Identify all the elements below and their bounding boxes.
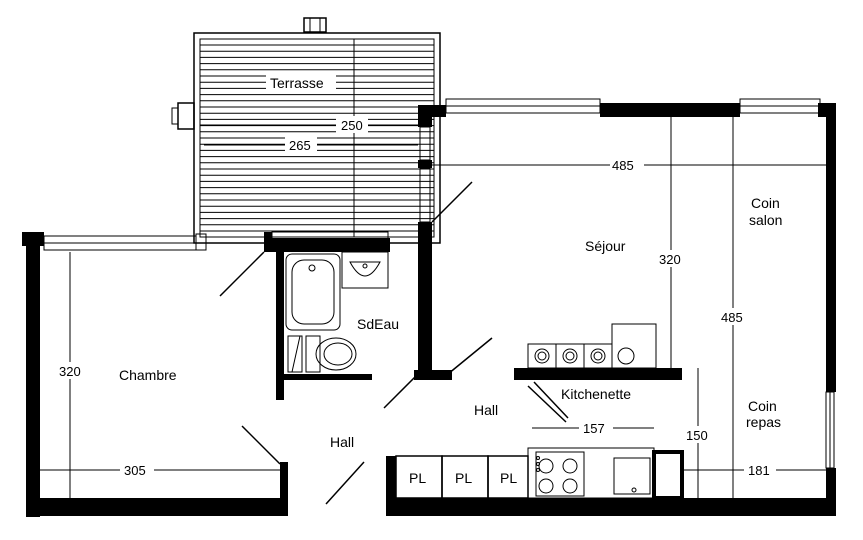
hall-label-2: Hall — [330, 434, 354, 450]
dim-repas-width: 181 — [748, 463, 770, 478]
windows — [43, 98, 835, 469]
closets — [395, 455, 529, 499]
sdeau-label: SdEau — [357, 316, 399, 332]
closet-label-1: PL — [409, 470, 426, 486]
chambre-label: Chambre — [119, 367, 177, 383]
dim-sejour-full-depth: 485 — [721, 310, 743, 325]
terrasse-label-bg — [266, 73, 336, 92]
dim-chambre-depth: 320 — [59, 364, 81, 379]
coin-repas-label-2: repas — [746, 414, 781, 430]
dim-terrasse-inner: 265 — [289, 138, 311, 153]
dim-chambre-width: 305 — [124, 463, 146, 478]
closet-label-3: PL — [500, 470, 517, 486]
sink-icon — [341, 251, 389, 289]
dim-kitchen-width: 157 — [583, 421, 605, 436]
dim-sejour-width: 485 — [612, 158, 634, 173]
hall-label-1: Hall — [474, 402, 498, 418]
coin-repas-label-1: Coin — [748, 398, 777, 414]
dim-sejour-depth: 320 — [659, 252, 681, 267]
terrasse-deck — [171, 17, 441, 244]
dim-terrasse-width: 250 — [341, 118, 363, 133]
coin-salon-label-2: salon — [749, 212, 782, 228]
bathtub-icon — [285, 253, 341, 331]
kitchen-counter — [527, 447, 655, 499]
dimension-lines — [40, 117, 826, 498]
closet-label-2: PL — [455, 470, 472, 486]
coin-salon-label-1: Coin — [751, 195, 780, 211]
dim-kitchen-depth: 150 — [686, 428, 708, 443]
sejour-label: Séjour — [585, 238, 626, 254]
toilet-icon — [305, 335, 357, 373]
towel-rack-icon — [287, 335, 303, 373]
kitchen-hob-top — [527, 323, 657, 369]
kitchenette-label: Kitchenette — [561, 386, 631, 402]
terrasse-label: Terrasse — [270, 75, 324, 91]
door-swings — [219, 181, 569, 505]
walls — [22, 103, 836, 517]
